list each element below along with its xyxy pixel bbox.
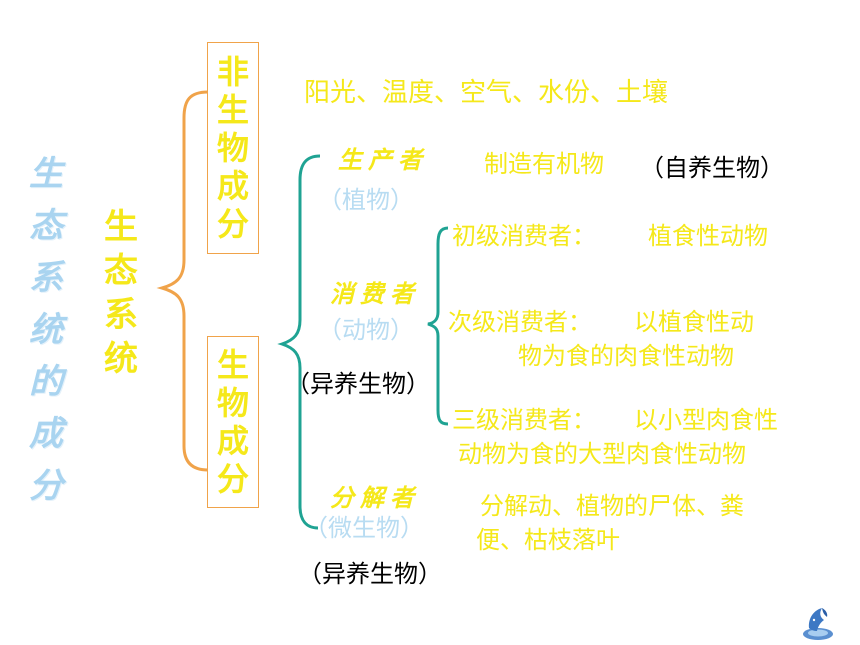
root-title-char: 生 (104, 207, 138, 247)
side-title-char: 的 (29, 362, 63, 402)
bio-char: 物 (216, 384, 249, 422)
tertiary-consumer-label: 三级消费者： (452, 406, 596, 434)
side-title-char: 统 (29, 310, 63, 350)
nonbio-char: 生 (216, 91, 249, 129)
producer-role: 生产者 (338, 145, 428, 174)
secondary-consumer-label: 次级消费者： (448, 308, 592, 336)
decomposer-desc-2: 便、枯枝落叶 (476, 526, 620, 554)
decomposer-type: （异养生物） (298, 560, 442, 588)
nonbio-char: 物 (216, 129, 249, 167)
secondary-consumer-desc-2: 物为食的肉食性动物 (518, 342, 734, 370)
side-title: 生态系统的成分 (24, 148, 68, 512)
decomposer-example: （微生物） (304, 514, 424, 542)
consumer-brace (427, 226, 449, 426)
bio-char: 生 (216, 346, 249, 384)
root-title-char: 系 (104, 295, 138, 335)
bio-box: 生物成分 (207, 336, 259, 508)
decomposer-desc-1: 分解动、植物的尸体、粪 (480, 492, 744, 520)
primary-consumer-desc: 植食性动物 (648, 222, 768, 250)
side-title-char: 分 (29, 466, 63, 506)
nonbio-char: 成 (216, 167, 249, 205)
nonbio-items: 阳光、温度、空气、水份、土壤 (304, 78, 669, 108)
nonbio-char: 分 (216, 205, 249, 243)
decomposer-role: 分解者 (330, 483, 420, 512)
bio-char: 分 (216, 460, 249, 498)
teal-brace (277, 154, 321, 530)
side-title-char: 态 (29, 206, 63, 246)
producer-example: （植物） (318, 186, 414, 214)
dolphin-logo-icon (803, 608, 833, 640)
producer-desc: 制造有机物 (484, 150, 604, 178)
secondary-consumer-desc-1: 以植食性动 (634, 308, 754, 336)
nonbio-char: 非 (216, 53, 249, 91)
bio-char: 成 (216, 422, 249, 460)
primary-consumer-label: 初级消费者： (452, 222, 596, 250)
root-title-char: 统 (104, 339, 138, 379)
side-title-char: 成 (29, 414, 63, 454)
consumer-type: （异养生物） (286, 370, 430, 398)
tertiary-consumer-desc-2: 动物为食的大型肉食性动物 (458, 440, 746, 468)
root-title-char: 态 (104, 251, 138, 291)
side-title-char: 系 (29, 258, 63, 298)
tertiary-consumer-desc-1: 以小型肉食性 (634, 406, 778, 434)
root-ecosystem: 生态系统 (98, 205, 144, 381)
orange-brace (156, 90, 209, 472)
side-title-char: 生 (29, 154, 63, 194)
consumer-example: （动物） (318, 316, 414, 344)
producer-type: （自养生物） (640, 154, 784, 182)
nonbio-box: 非生物成分 (207, 42, 259, 254)
consumer-role: 消费者 (330, 279, 420, 308)
